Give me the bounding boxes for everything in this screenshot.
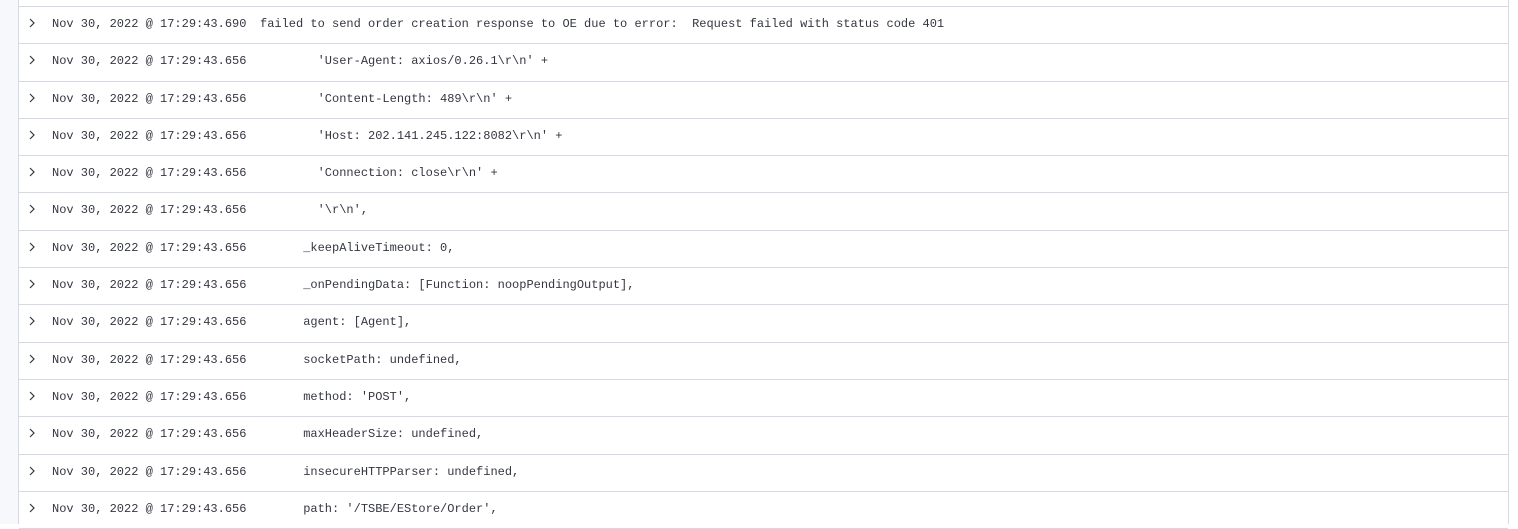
expand-chevron-icon[interactable] xyxy=(27,241,39,255)
log-timestamp: Nov 30, 2022 @ 17:29:43.656 xyxy=(52,315,247,330)
log-row[interactable]: Nov 30, 2022 @ 17:29:43.656 '\r\n', xyxy=(19,193,1508,231)
log-message: _keepAliveTimeout: 0, xyxy=(260,240,455,255)
log-message: path: '/TSBE/EStore/Order', xyxy=(260,501,498,516)
right-border xyxy=(1508,0,1509,524)
log-timestamp: Nov 30, 2022 @ 17:29:43.656 xyxy=(52,128,247,143)
expand-chevron-icon[interactable] xyxy=(27,278,39,292)
log-message: 'Host: 202.141.245.122:8082\r\n' + xyxy=(260,128,563,143)
log-timestamp: Nov 30, 2022 @ 17:29:43.656 xyxy=(52,278,247,293)
log-row[interactable]: Nov 30, 2022 @ 17:29:43.656 agent: [Agen… xyxy=(19,305,1508,343)
log-document-list: Nov 30, 2022 @ 17:29:43.690 failed to se… xyxy=(19,6,1508,529)
expand-chevron-icon[interactable] xyxy=(27,315,39,329)
expand-chevron-icon[interactable] xyxy=(27,465,39,479)
log-row[interactable]: Nov 30, 2022 @ 17:29:43.656 'User-Agent:… xyxy=(19,44,1508,82)
log-row[interactable]: Nov 30, 2022 @ 17:29:43.656 'Connection:… xyxy=(19,156,1508,194)
log-row[interactable]: Nov 30, 2022 @ 17:29:43.656 _keepAliveTi… xyxy=(19,231,1508,269)
expand-chevron-icon[interactable] xyxy=(27,427,39,441)
expand-chevron-icon[interactable] xyxy=(27,92,39,106)
log-message: _onPendingData: [Function: noopPendingOu… xyxy=(260,278,635,293)
expand-chevron-icon[interactable] xyxy=(27,502,39,516)
expand-chevron-icon[interactable] xyxy=(27,203,39,217)
log-row[interactable]: Nov 30, 2022 @ 17:29:43.656 path: '/TSBE… xyxy=(19,492,1508,529)
expand-chevron-icon[interactable] xyxy=(27,390,39,404)
left-gutter xyxy=(0,0,19,524)
log-timestamp: Nov 30, 2022 @ 17:29:43.656 xyxy=(52,389,247,404)
log-message: insecureHTTPParser: undefined, xyxy=(260,464,520,479)
log-row[interactable]: Nov 30, 2022 @ 17:29:43.656 insecureHTTP… xyxy=(19,455,1508,492)
log-timestamp: Nov 30, 2022 @ 17:29:43.656 xyxy=(52,54,247,69)
log-message: 'User-Agent: axios/0.26.1\r\n' + xyxy=(260,54,549,69)
log-timestamp: Nov 30, 2022 @ 17:29:43.690 xyxy=(52,17,247,31)
log-timestamp: Nov 30, 2022 @ 17:29:43.656 xyxy=(52,427,247,442)
log-message: socketPath: undefined, xyxy=(260,352,462,367)
log-timestamp: Nov 30, 2022 @ 17:29:43.656 xyxy=(52,240,247,255)
log-timestamp: Nov 30, 2022 @ 17:29:43.656 xyxy=(52,464,247,479)
log-message: maxHeaderSize: undefined, xyxy=(260,427,484,442)
log-message: '\r\n', xyxy=(260,203,369,218)
log-timestamp: Nov 30, 2022 @ 17:29:43.656 xyxy=(52,203,247,218)
log-timestamp: Nov 30, 2022 @ 17:29:43.656 xyxy=(52,91,247,106)
log-row[interactable]: Nov 30, 2022 @ 17:29:43.656 'Content-Len… xyxy=(19,82,1508,119)
log-row[interactable]: Nov 30, 2022 @ 17:29:43.690 failed to se… xyxy=(19,7,1508,45)
expand-chevron-icon[interactable] xyxy=(27,353,39,367)
log-timestamp: Nov 30, 2022 @ 17:29:43.656 xyxy=(52,501,247,516)
log-row[interactable]: Nov 30, 2022 @ 17:29:43.656 socketPath: … xyxy=(19,343,1508,380)
log-message: method: 'POST', xyxy=(260,389,412,404)
log-message: 'Content-Length: 489\r\n' + xyxy=(260,91,513,106)
log-message: failed to send order creation response t… xyxy=(260,17,945,31)
log-row[interactable]: Nov 30, 2022 @ 17:29:43.656 _onPendingDa… xyxy=(19,268,1508,306)
log-timestamp: Nov 30, 2022 @ 17:29:43.656 xyxy=(52,352,247,367)
expand-chevron-icon[interactable] xyxy=(27,129,39,143)
log-row[interactable]: Nov 30, 2022 @ 17:29:43.656 method: 'POS… xyxy=(19,380,1508,418)
log-row[interactable]: Nov 30, 2022 @ 17:29:43.656 maxHeaderSiz… xyxy=(19,417,1508,455)
expand-chevron-icon[interactable] xyxy=(27,54,39,68)
expand-chevron-icon[interactable] xyxy=(27,17,39,31)
log-message: agent: [Agent], xyxy=(260,315,412,330)
log-message: 'Connection: close\r\n' + xyxy=(260,166,498,181)
expand-chevron-icon[interactable] xyxy=(27,166,39,180)
log-row[interactable]: Nov 30, 2022 @ 17:29:43.656 'Host: 202.1… xyxy=(19,119,1508,157)
log-timestamp: Nov 30, 2022 @ 17:29:43.656 xyxy=(52,166,247,181)
